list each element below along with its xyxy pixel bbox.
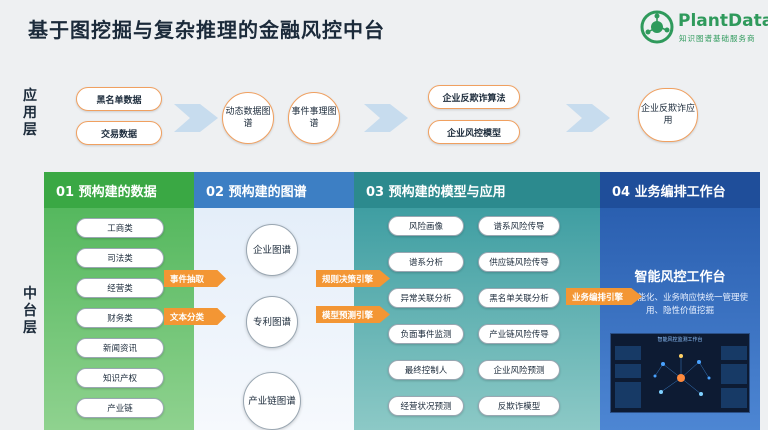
- model-item: 供应链风险传导: [478, 252, 560, 272]
- model-item: 谱系风险传导: [478, 216, 560, 236]
- dashboard-screenshot: 智能风控监测工作台: [610, 333, 750, 413]
- logo-subtitle: 知识图谱基础服务商: [679, 34, 756, 43]
- graph-item: 产业链图谱: [243, 372, 301, 430]
- app-graph-dynamic: 动态数据图谱: [222, 92, 274, 144]
- column-header: 02 预构建的图谱: [194, 172, 354, 208]
- logo-name: PlantData: [678, 11, 768, 31]
- app-antifraud-application: 企业反欺诈应用: [638, 88, 698, 142]
- graph-item: 企业图谱: [246, 224, 298, 276]
- workbench-title: 智能风控工作台: [634, 270, 726, 285]
- model-item: 企业风险预测: [478, 360, 560, 380]
- data-item: 经营类: [76, 278, 164, 298]
- dashboard-title: 智能风控监测工作台: [657, 337, 703, 343]
- model-item: 异常关联分析: [388, 288, 464, 308]
- workbench-description: 交互智能化、业务响应快统一管理使用、隐性价值挖掘: [611, 293, 748, 316]
- model-item: 负面事件监测: [388, 324, 464, 344]
- logo-mark-icon: [640, 10, 674, 44]
- dashboard-graph-icon: [615, 346, 747, 408]
- model-item: 谱系分析: [388, 252, 464, 272]
- data-item: 财务类: [76, 308, 164, 328]
- app-data-transactions: 交易数据: [76, 121, 162, 145]
- column-prebuilt-models: 03 预构建的模型与应用 风险画像 谱系分析 异常关联分析 负面事件监测 最终控…: [354, 172, 600, 430]
- data-item: 司法类: [76, 248, 164, 268]
- app-graph-event: 事件事理图谱: [288, 92, 340, 144]
- row-label-middle-layer: 中台层: [23, 286, 37, 336]
- model-item: 最终控制人: [388, 360, 464, 380]
- plantdata-logo: PlantData 知识图谱基础服务商: [640, 10, 768, 46]
- column-header: 03 预构建的模型与应用: [354, 172, 600, 208]
- column-prebuilt-data: 01 预构建的数据 工商类 司法类 经营类 财务类 新闻资讯 知识产权 产业链: [44, 172, 194, 430]
- graph-item: 专利图谱: [246, 296, 298, 348]
- model-item: 产业链风险传导: [478, 324, 560, 344]
- data-item: 知识产权: [76, 368, 164, 388]
- app-algo-antifraud: 企业反欺诈算法: [428, 85, 520, 109]
- app-model-risk: 企业风控模型: [428, 120, 520, 144]
- model-item: 反欺诈模型: [478, 396, 560, 416]
- column-header: 04 业务编排工作台: [600, 172, 760, 208]
- data-item: 产业链: [76, 398, 164, 418]
- flow-tag-event-extraction: 事件抽取: [164, 270, 226, 287]
- chevron-right-icon: [364, 104, 408, 132]
- flow-tag-rule-engine: 规则决策引擎: [316, 270, 390, 287]
- model-item: 风险画像: [388, 216, 464, 236]
- chevron-right-icon: [566, 104, 610, 132]
- column-header: 01 预构建的数据: [44, 172, 194, 208]
- flow-tag-text-classification: 文本分类: [164, 308, 226, 325]
- column-business-workbench: 04 业务编排工作台 智能风控工作台 交互智能化、业务响应快统一管理使用、隐性价…: [600, 172, 760, 430]
- data-item: 新闻资讯: [76, 338, 164, 358]
- column-prebuilt-graphs: 02 预构建的图谱 企业图谱 专利图谱 产业链图谱: [194, 172, 354, 430]
- data-item: 工商类: [76, 218, 164, 238]
- page-title: 基于图挖掘与复杂推理的金融风控中台: [28, 18, 385, 42]
- flow-tag-orchestration-engine: 业务编排引擎: [566, 288, 642, 305]
- app-data-blacklist: 黑名单数据: [76, 87, 162, 111]
- model-item: 黑名单关联分析: [478, 288, 560, 308]
- chevron-right-icon: [174, 104, 218, 132]
- flow-tag-model-engine: 模型预测引擎: [316, 306, 390, 323]
- model-item: 经营状况预测: [388, 396, 464, 416]
- row-label-app-layer: 应用层: [23, 88, 37, 138]
